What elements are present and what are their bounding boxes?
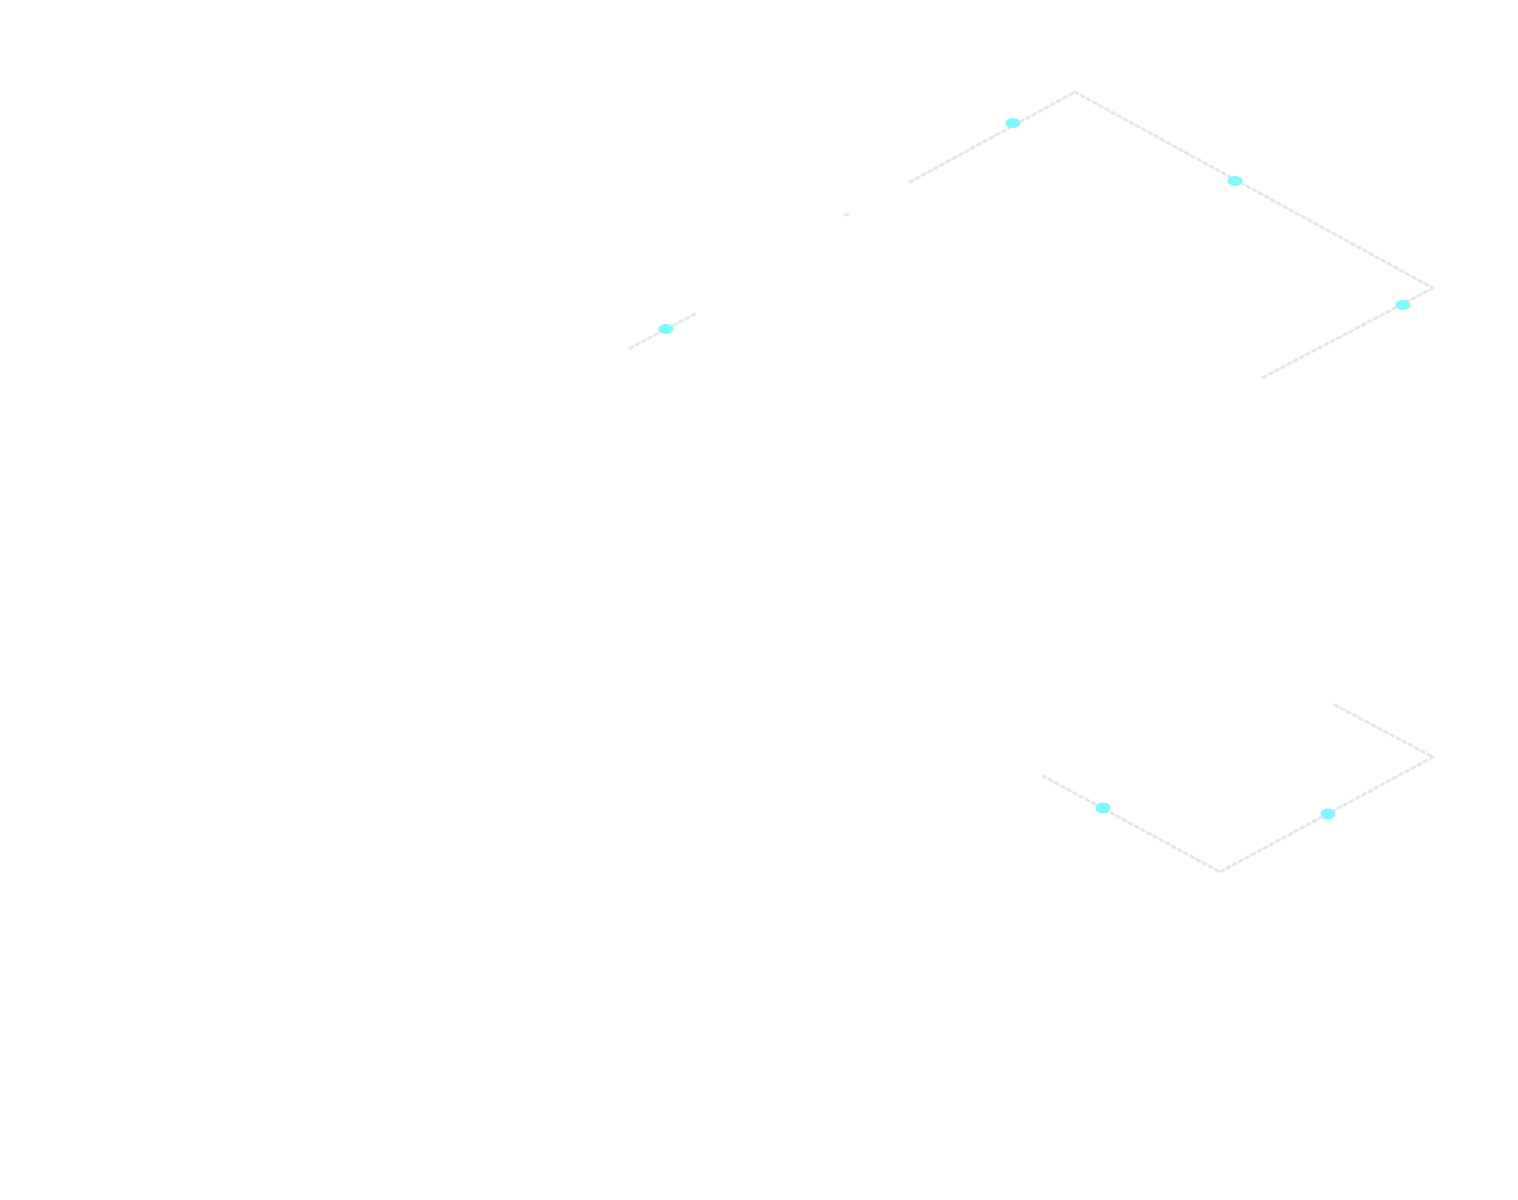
dotted-line — [1073, 90, 1435, 290]
accent-dots — [658, 118, 1411, 820]
accent-dot — [1005, 118, 1021, 128]
accent-dot — [1320, 808, 1336, 820]
accent-dot — [1395, 300, 1411, 310]
accent-dot — [1227, 176, 1243, 186]
dotted-line — [1041, 774, 1222, 874]
dotted-line — [843, 211, 852, 217]
dotted-lines — [628, 90, 1435, 874]
accent-dot — [658, 324, 674, 334]
dotted-line — [908, 90, 1077, 184]
accent-dot — [1095, 802, 1111, 814]
dotted-line — [1333, 703, 1435, 759]
